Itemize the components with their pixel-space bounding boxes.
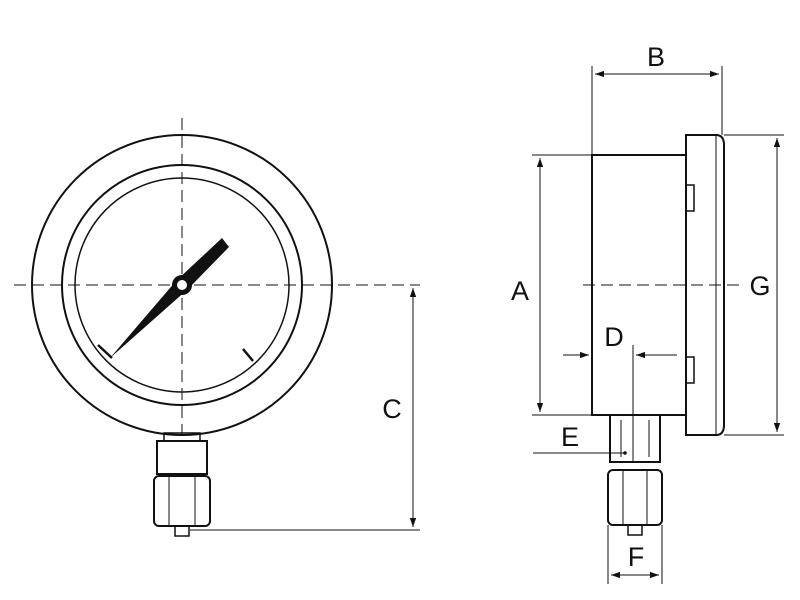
upper-mounting-lug [685,184,695,212]
dimension-label-a: A [511,276,529,306]
dimension-label-d: D [604,322,624,352]
scale-end-mark [242,348,254,362]
dimension-label-b: B [647,42,665,72]
side-stem-body [609,414,661,463]
gauge-inner-bezel [61,164,303,406]
gauge-needle [110,238,229,358]
gauge-dial-face [74,177,290,393]
dimension-label-g: G [749,271,770,301]
side-connector-tip [627,524,643,536]
gauge-outer-bezel [31,134,333,436]
front-stem-body [156,440,208,475]
front-view: C [14,118,420,537]
front-connector-tip [174,525,190,537]
side-hex-nut [607,469,663,526]
side-bezel-ring [685,134,725,436]
dimension-label-c: C [382,394,402,424]
dimension-label-e: E [561,422,579,452]
scale-start-mark [97,344,113,359]
lower-mounting-lug [685,356,695,384]
side-view: A B G D E F [511,42,784,584]
front-hex-nut [153,475,211,527]
needle-hub-center [177,280,187,290]
dimension-label-f: F [628,542,645,572]
